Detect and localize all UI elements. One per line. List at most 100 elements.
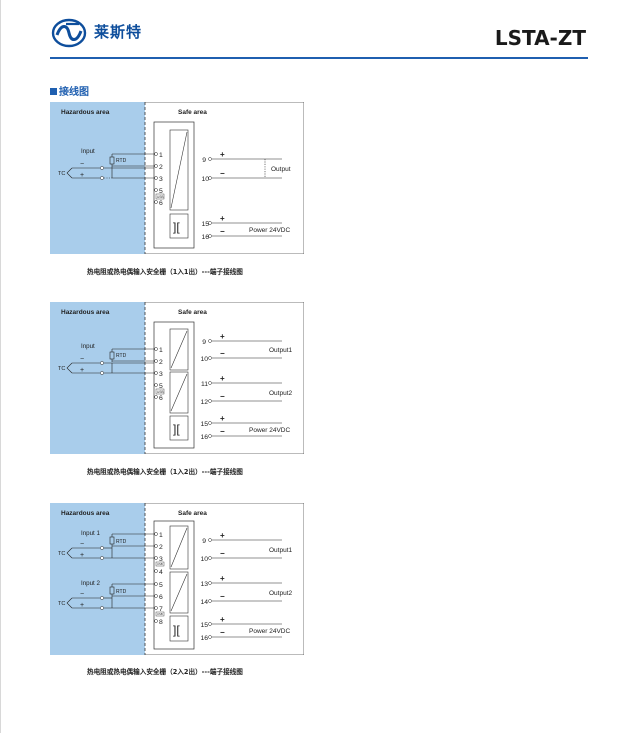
output1-label: Output1: [269, 347, 293, 354]
svg-text:−: −: [220, 349, 225, 358]
output2-label: Output2: [269, 390, 293, 397]
terminal-2: 2: [159, 164, 163, 171]
svg-text:+: +: [220, 414, 225, 423]
terminal-1: 1: [159, 152, 163, 159]
input-label: Input: [81, 343, 95, 350]
diagram-1-caption: 热电阻或热电偶输入安全栅（1入1出）---端子接线图: [87, 268, 243, 276]
terminal-11: 11: [201, 381, 208, 388]
power-label: Power 24VDC: [249, 227, 290, 234]
right-terminal-group: 9 10 13 14 15 16: [200, 538, 212, 642]
svg-text:+: +: [220, 615, 225, 624]
section-heading-text: 接线图: [59, 87, 89, 98]
terminal-3: 3: [159, 371, 163, 378]
svg-text:+: +: [220, 332, 225, 341]
left-terminal-group: 1 2 3 USB 4 5 6 7 USB 8: [154, 532, 165, 626]
usb-port-icon: [155, 193, 165, 200]
power-isolation-block: [169, 415, 189, 441]
usb-port-1-icon: [155, 561, 165, 567]
terminal-15: 15: [200, 421, 208, 428]
left-terminal-group: 1 2 3 5 USB 6: [154, 152, 165, 207]
brand-name: 莱斯特: [94, 23, 143, 41]
power-label: Power 24VDC: [249, 427, 290, 434]
right-terminal-group: 9 10 11 12 15 16: [200, 339, 212, 441]
terminal-6: 6: [159, 200, 163, 207]
svg-text:][: ][: [173, 422, 180, 436]
hazardous-area-zone: [50, 503, 145, 655]
terminal-9: 9: [202, 339, 206, 346]
svg-text:−: −: [220, 549, 225, 558]
terminal-16: 16: [200, 635, 208, 642]
usb-label: USB: [157, 390, 164, 394]
heading-square-icon: [50, 88, 57, 95]
hazardous-area-label: Hazardous area: [61, 510, 110, 517]
rtd-label: RTD: [116, 353, 127, 359]
input2-label: Input 2: [81, 580, 100, 587]
terminal-6: 6: [159, 594, 163, 601]
safe-area-label: Safe area: [178, 109, 207, 116]
power-label: Power 24VDC: [249, 628, 290, 635]
terminal-6: 6: [159, 395, 163, 402]
terminal-13: 13: [200, 581, 208, 588]
model-title: LSTA-ZT: [494, 26, 586, 50]
left-terminal-group: 1 2 3 5 USB 6: [154, 347, 165, 402]
section-heading: 接线图: [50, 83, 89, 98]
barrier-module: [153, 121, 195, 249]
hazardous-area-zone: [50, 302, 145, 454]
rtd1-label: RTD: [116, 539, 127, 545]
svg-text:+: +: [80, 172, 84, 179]
terminal-10: 10: [200, 556, 208, 563]
svg-text:+: +: [220, 531, 225, 540]
output1-label: Output1: [269, 547, 293, 554]
wiring-diagram-3: Hazardous area Safe area ][ Input 1 RTD …: [50, 503, 304, 655]
page-header: 莱斯特 LSTA-ZT: [0, 0, 636, 64]
svg-text:+: +: [80, 552, 84, 559]
tc2-label: TC: [58, 601, 65, 607]
tc1-label: TC: [58, 551, 65, 557]
terminal-8: 8: [159, 619, 163, 626]
rtd2-label: RTD: [116, 589, 127, 595]
wiring-diagram-1: Hazardous area Safe area ][ Input RTD TC…: [50, 102, 304, 254]
usb1-label: USB: [157, 562, 163, 566]
rtd-label: RTD: [116, 158, 127, 164]
terminal-2: 2: [159, 359, 163, 366]
output-channel-block: [169, 129, 189, 211]
thermocouple-2-icon: [66, 597, 73, 609]
output2-label: Output2: [269, 590, 293, 597]
terminal-15: 15: [200, 622, 208, 629]
usb-port-icon: [155, 388, 165, 395]
header-rule: [50, 57, 588, 59]
output-channel-block-2: [169, 571, 189, 614]
right-terminal-group: 9 10 15 16: [201, 157, 212, 241]
thermocouple-icon: [66, 167, 73, 179]
svg-text:−: −: [220, 427, 225, 436]
svg-text:−: −: [220, 392, 225, 401]
diagram-3-caption: 热电阻或热电偶输入安全栅（2入2出）---端子接线图: [87, 668, 243, 676]
terminal-7: 7: [159, 606, 163, 613]
svg-text:+: +: [220, 374, 225, 383]
page-left-border: [0, 0, 1, 733]
usb-port-2-icon: [155, 611, 165, 617]
terminal-15: 15: [201, 221, 209, 228]
svg-text:+: +: [80, 367, 84, 374]
svg-text:−: −: [80, 541, 84, 548]
power-isolation-block: [169, 213, 189, 239]
safe-area-label: Safe area: [178, 510, 207, 517]
diagram-2-caption: 热电阻或热电偶输入安全栅（1入2出）---端子接线图: [87, 468, 243, 476]
terminal-9: 9: [202, 157, 206, 164]
thermocouple-icon: [66, 362, 73, 374]
terminal-3: 3: [159, 176, 163, 183]
thermocouple-1-icon: [66, 547, 73, 559]
terminal-1: 1: [159, 532, 163, 539]
input-label: Input: [81, 148, 95, 155]
svg-text:+: +: [220, 574, 225, 583]
svg-text:−: −: [220, 592, 225, 601]
terminal-5: 5: [159, 383, 163, 390]
hazardous-area-label: Hazardous area: [61, 309, 110, 316]
terminal-5: 5: [159, 582, 163, 589]
svg-text:−: −: [80, 161, 84, 168]
hazardous-area-label: Hazardous area: [61, 109, 110, 116]
safe-area-label: Safe area: [178, 309, 207, 316]
output-label: Output: [271, 166, 291, 173]
input1-label: Input 1: [81, 530, 100, 537]
svg-text:][: ][: [173, 623, 180, 637]
